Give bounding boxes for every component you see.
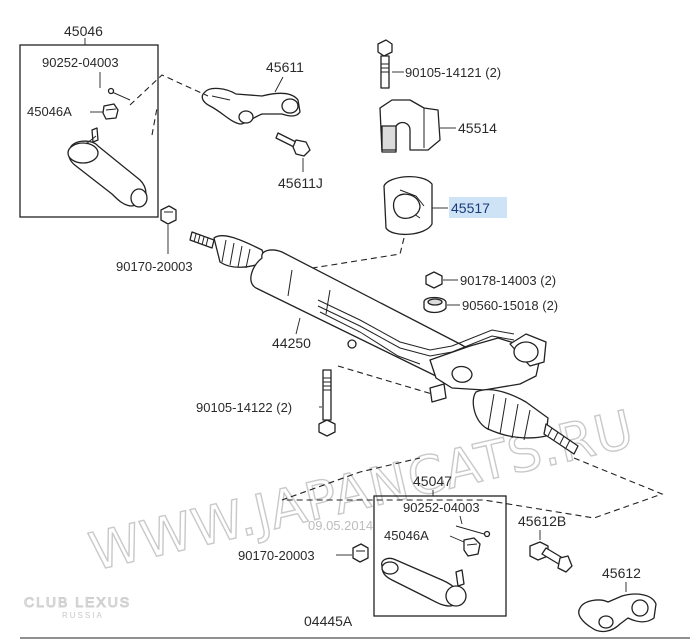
part-label-45612b[interactable]: 45612B	[518, 513, 566, 529]
bolt-45611j	[275, 132, 311, 157]
part-label-90560-15018[interactable]: 90560-15018 (2)	[462, 298, 558, 313]
rack-bracket	[379, 99, 441, 153]
tie-rod-end-top	[67, 127, 148, 208]
part-label-90170-20003-bottom[interactable]: 90170-20003	[238, 548, 315, 563]
knuckle-arm-bottom	[578, 593, 657, 633]
cotter-pin-top	[107, 87, 131, 101]
tie-rod-end-assembly-box-bottom	[373, 495, 507, 617]
selected-label-highlight	[449, 197, 507, 218]
washer-90560-15018	[423, 296, 447, 314]
part-label-45514[interactable]: 45514	[458, 120, 497, 136]
part-label-45612[interactable]: 45612	[602, 565, 641, 581]
part-label-90252-04003-bottom[interactable]: 90252-04003	[403, 500, 480, 515]
part-label-45611j[interactable]: 45611J	[278, 175, 323, 191]
part-label-90105-14121[interactable]: 90105-14121 (2)	[405, 65, 501, 80]
part-label-45046a-bottom[interactable]: 45046A	[384, 528, 429, 543]
steering-rack-assembly	[189, 231, 579, 455]
watermark-club-line1: CLUB LEXUS	[24, 594, 131, 610]
part-label-45046a-top[interactable]: 45046A	[27, 104, 72, 119]
part-label-45611[interactable]: 45611	[266, 59, 304, 75]
cotter-pin-bottom	[455, 525, 491, 538]
watermark-club-line2: RUSSIA	[62, 611, 104, 620]
bolt-90105-14122	[318, 369, 336, 437]
part-label-45047[interactable]: 45047	[413, 473, 452, 489]
nut-90170-top	[160, 205, 177, 225]
watermark-date: 09.05.2014	[308, 518, 373, 533]
part-label-45517[interactable]: 45517	[451, 200, 490, 216]
castle-nut-top	[102, 103, 119, 120]
bolt-45612b	[529, 541, 573, 573]
part-label-45046[interactable]: 45046	[64, 23, 103, 39]
part-label-90170-20003-top[interactable]: 90170-20003	[116, 259, 193, 274]
part-label-44250[interactable]: 44250	[272, 335, 311, 351]
bolt-90105-14121	[377, 39, 393, 89]
part-label-90105-14122[interactable]: 90105-14122 (2)	[196, 400, 292, 415]
castle-nut-bottom	[463, 537, 481, 557]
rack-bush-grommet	[383, 176, 433, 235]
knuckle-arm	[201, 87, 301, 125]
part-label-04445a[interactable]: 04445A	[304, 613, 353, 629]
part-label-90178-14003[interactable]: 90178-14003 (2)	[460, 273, 556, 288]
part-label-90252-04003-top[interactable]: 90252-04003	[42, 55, 119, 70]
tie-rod-end-bottom	[381, 557, 467, 607]
nut-90170-bottom	[352, 543, 369, 563]
nut-90178-14003	[425, 271, 443, 289]
tie-rod-end-assembly-box-top	[19, 44, 159, 218]
